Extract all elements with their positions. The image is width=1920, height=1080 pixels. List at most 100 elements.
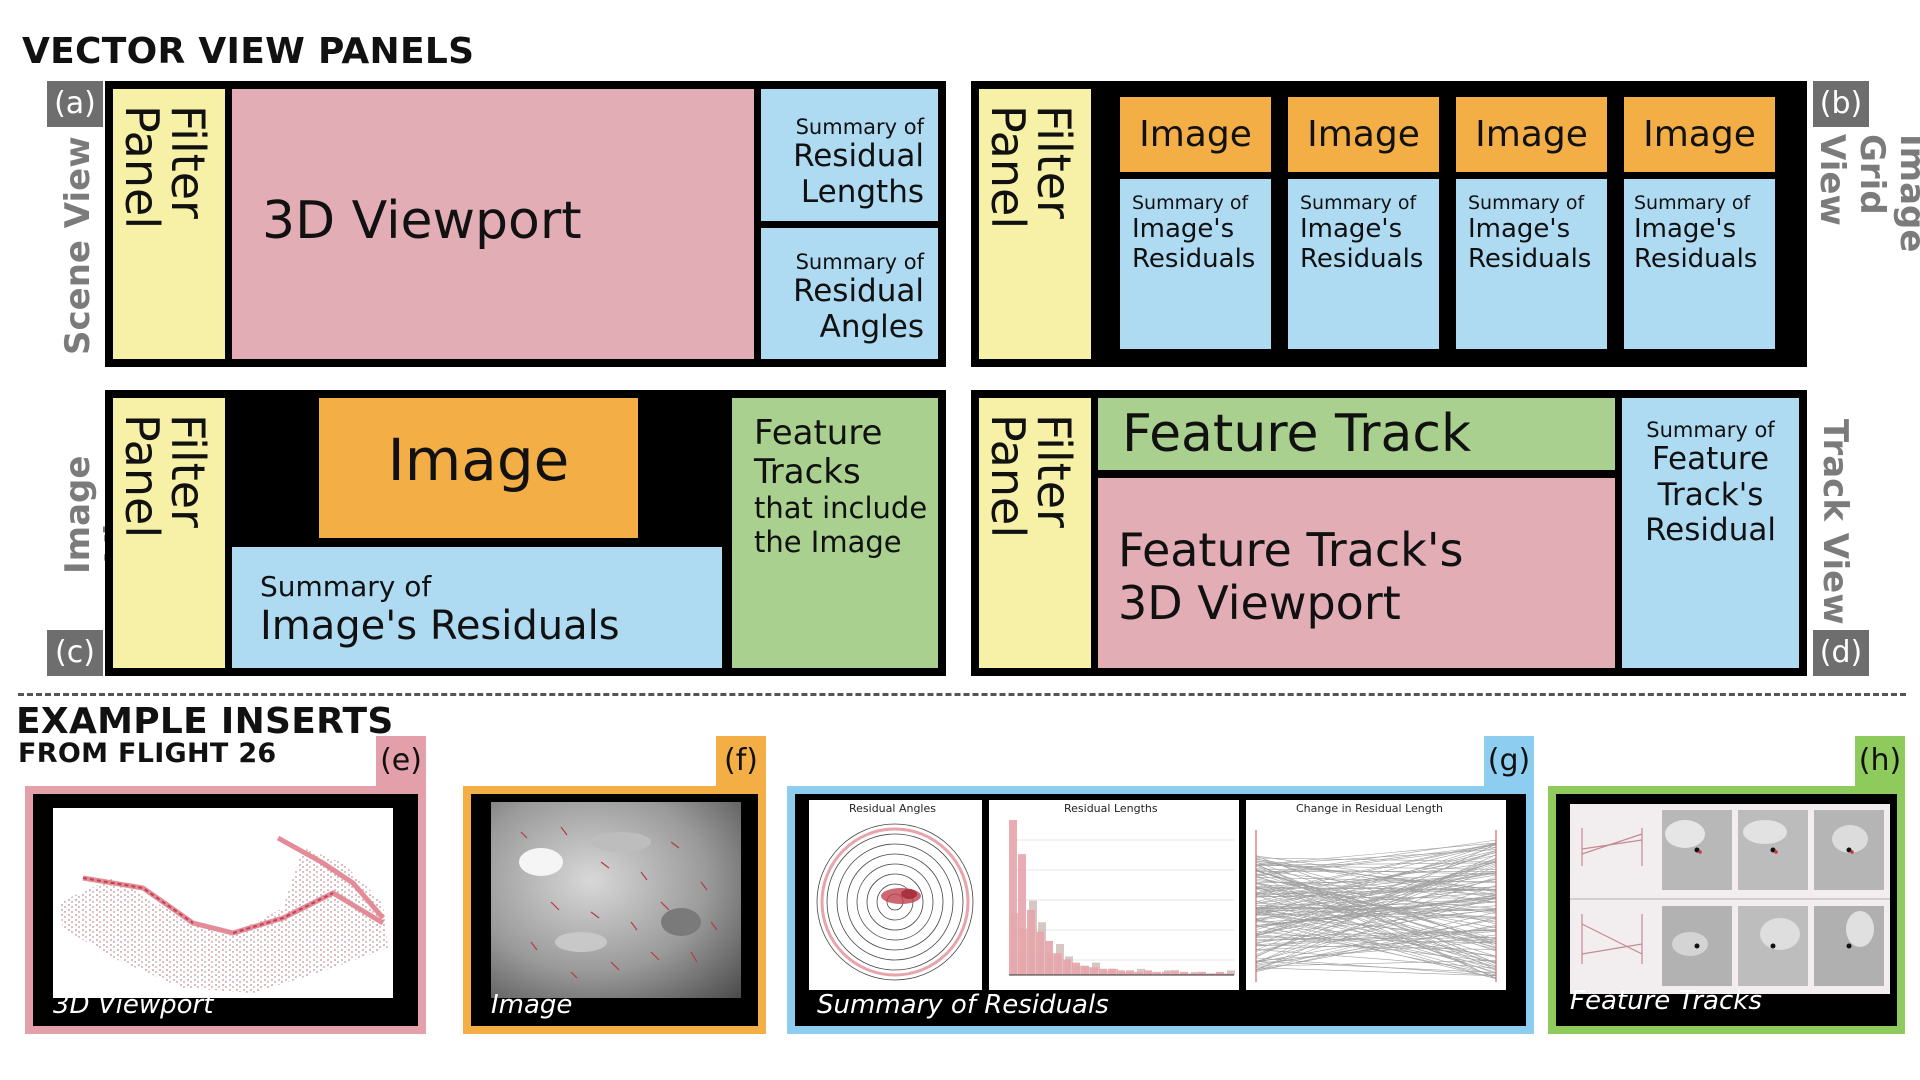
filter-panel[interactable]: Filter Panel: [979, 89, 1091, 359]
image-residuals-summary[interactable]: Summary of Image's Residuals: [232, 547, 722, 668]
slope-line: [1255, 854, 1497, 964]
slope-line: [1255, 895, 1497, 971]
image-area[interactable]: Image: [319, 398, 638, 538]
histogram-bar: [1117, 970, 1125, 975]
polar-rings-graphic: [816, 823, 974, 981]
slope-line: [1255, 888, 1497, 898]
slope-line: [1255, 919, 1497, 957]
slope-line: [1255, 926, 1497, 966]
histogram-bar: [1144, 970, 1152, 975]
residual-lengths-plot[interactable]: Residual Lengths: [989, 800, 1239, 990]
3d-viewport[interactable]: 3D Viewport: [232, 89, 754, 359]
insert-f-frame: Image: [463, 786, 766, 1034]
slope-line: [1255, 961, 1497, 974]
histogram-bar: [1180, 971, 1188, 975]
image-summary-1[interactable]: Summary of Image's Residuals: [1120, 179, 1271, 349]
image-summary-3[interactable]: Summary of Image's Residuals: [1456, 179, 1607, 349]
filter-panel[interactable]: Filter Panel: [113, 398, 225, 668]
slope-line: [1255, 895, 1497, 928]
insert-caption: Image: [491, 990, 573, 1020]
filter-panel[interactable]: Filter Panel: [113, 89, 225, 359]
histogram-bar: [1225, 973, 1233, 975]
histogram-bar: [1045, 940, 1053, 975]
histogram-bar: [1189, 973, 1197, 975]
slope-line: [1255, 886, 1497, 975]
summary-residual-lengths[interactable]: Summary of Residual Lengths: [761, 89, 938, 221]
histogram-bar: [1171, 970, 1179, 975]
insert-h-tag: (h): [1855, 736, 1905, 786]
slope-line: [1255, 924, 1497, 971]
slope-line: [1255, 862, 1497, 894]
image-cell-4[interactable]: Image: [1624, 97, 1775, 172]
slope-line: [1255, 878, 1497, 915]
image-residual-graphic: [519, 826, 718, 979]
flight-subheading: FROM FLIGHT 26: [18, 738, 277, 769]
slope-line: [1255, 842, 1497, 894]
slope-line: [1255, 897, 1497, 952]
slope-line: [1255, 882, 1497, 944]
panel-d-letter: (d): [1813, 630, 1869, 676]
feature-tracks-list[interactable]: Feature Tracks that include the Image: [732, 398, 938, 668]
residual-change-plot[interactable]: Change in Residual Length: [1246, 800, 1506, 990]
section-divider: [18, 693, 1906, 696]
histogram-bar: [1198, 971, 1206, 975]
histogram-bar: [1207, 973, 1215, 975]
track-view-panel: Filter Panel Feature Track Feature Track…: [971, 390, 1807, 676]
insert-caption: Feature Tracks: [1570, 986, 1762, 1016]
slope-line: [1255, 870, 1497, 940]
point-cloud-graphic: [58, 835, 388, 993]
scene-view-panel: Filter Panel 3D Viewport Summary of Resi…: [105, 81, 946, 367]
insert-e-tag: (e): [376, 736, 426, 786]
filter-panel[interactable]: Filter Panel: [979, 398, 1091, 668]
image-thumbnail[interactable]: [491, 802, 741, 998]
track-3d-viewport[interactable]: Feature Track's 3D Viewport: [1098, 478, 1615, 668]
slope-line: [1255, 891, 1497, 968]
slope-line: [1255, 940, 1497, 962]
panel-b-side-label: Image Grid View: [1812, 134, 1920, 253]
image-cell-3[interactable]: Image: [1456, 97, 1607, 172]
residual-change-slopegraph: [1255, 830, 1497, 982]
histogram-bar: [1054, 953, 1062, 975]
insert-g-frame: Residual Angles Residual Lengths: [787, 786, 1534, 1034]
slope-line: [1255, 960, 1497, 967]
vector-view-heading: VECTOR VIEW PANELS: [22, 31, 475, 72]
slope-line: [1255, 842, 1497, 866]
histogram-bar: [1009, 820, 1017, 975]
insert-f-tag: (f): [716, 736, 766, 786]
histogram-bar: [1090, 967, 1098, 975]
image-grid-view-panel: Filter Panel Image Summary of Image's Re…: [971, 81, 1807, 367]
slope-line: [1255, 902, 1497, 912]
image-summary-4[interactable]: Summary of Image's Residuals: [1624, 179, 1775, 349]
image-summary-2[interactable]: Summary of Image's Residuals: [1288, 179, 1439, 349]
insert-e-frame: 3D Viewport: [25, 786, 426, 1034]
slope-line: [1255, 874, 1497, 914]
image-cell-2[interactable]: Image: [1288, 97, 1439, 172]
slope-line: [1255, 929, 1497, 942]
slope-line: [1255, 880, 1497, 896]
image-view-panel: Filter Panel Image Summary of Image's Re…: [105, 390, 946, 676]
feature-tracks-thumbnail[interactable]: [1570, 804, 1890, 994]
insert-caption: Summary of Residuals: [817, 990, 1109, 1020]
histogram-bar: [1227, 970, 1235, 975]
slope-line: [1255, 888, 1497, 909]
slope-line: [1255, 908, 1497, 944]
slope-line: [1255, 909, 1497, 976]
feature-track-strip[interactable]: Feature Track: [1098, 398, 1615, 470]
slope-line: [1255, 925, 1497, 976]
slope-line: [1255, 886, 1497, 896]
residual-lengths-histogram: [1009, 820, 1235, 976]
histogram-bar: [1162, 971, 1170, 975]
slope-line: [1255, 907, 1497, 923]
slope-line: [1255, 910, 1497, 979]
feature-tracks-graphic: [1570, 810, 1890, 986]
histogram-bar: [1072, 962, 1080, 975]
slope-line: [1255, 894, 1497, 934]
track-residual-summary[interactable]: Summary of Feature Track's Residual: [1622, 398, 1799, 668]
residual-angles-plot[interactable]: Residual Angles: [809, 800, 982, 990]
histogram-bar: [1036, 931, 1044, 975]
summary-residual-angles[interactable]: Summary of Residual Angles: [761, 228, 938, 359]
image-cell-1[interactable]: Image: [1120, 97, 1271, 172]
slope-line: [1255, 862, 1497, 866]
3d-viewport-thumbnail[interactable]: [53, 808, 393, 998]
slope-line: [1255, 919, 1497, 963]
